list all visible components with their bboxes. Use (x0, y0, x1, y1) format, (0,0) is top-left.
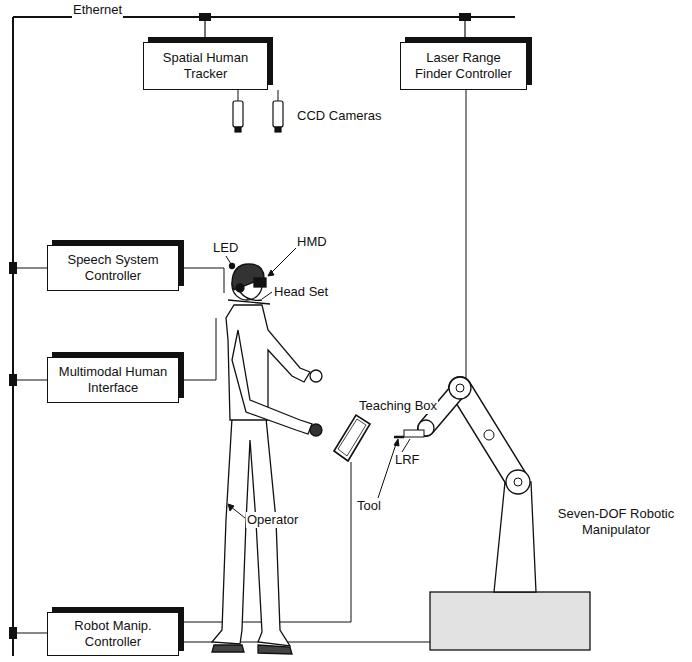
bus-tap (459, 13, 471, 21)
robot-base (430, 592, 590, 650)
bus-tap (199, 13, 211, 21)
interface-wire (177, 318, 216, 380)
joint-pin (514, 478, 522, 486)
teaching-box-body (334, 415, 370, 461)
joint (484, 430, 494, 440)
camera-body (273, 101, 283, 127)
leader-line (226, 256, 231, 264)
part-label: LED (212, 240, 239, 256)
bus-drop (13, 632, 47, 633)
box-label: Robot Manip. Controller (48, 616, 178, 651)
shoulder-joint (506, 470, 530, 494)
operator-figure (212, 264, 322, 655)
arrow-head (228, 504, 234, 511)
box-label: Multimodal Human Interface (48, 362, 178, 397)
elbow-joint (449, 377, 471, 399)
part-label: HMD (296, 234, 328, 250)
hand (310, 370, 322, 382)
joint-pin (456, 384, 464, 392)
shoe (258, 645, 292, 654)
shoe (212, 645, 244, 652)
leader-line (378, 441, 397, 498)
part-label: Seven-DOF Robotic Manipulator (545, 506, 687, 537)
part-label: Teaching Box (358, 398, 438, 414)
headphone (236, 284, 244, 292)
camera-body (233, 101, 243, 127)
bus-tap (9, 374, 17, 386)
controller-box: Laser Range Finder Controller (400, 42, 527, 90)
camera-wire (278, 90, 279, 101)
lrf-wire (466, 90, 467, 392)
bus-tap (9, 627, 17, 639)
hmd-visor (254, 278, 266, 287)
controller-box: Robot Manip. Controller (47, 612, 179, 656)
legs (212, 418, 290, 646)
leader-line (270, 248, 296, 274)
teaching-box (334, 415, 370, 461)
part-label: CCD Cameras (296, 108, 383, 124)
box-label: Laser Range Finder Controller (401, 48, 526, 83)
camera-wire (238, 90, 239, 101)
teaching-box-screen (338, 419, 366, 456)
arrow-head (268, 270, 274, 276)
lrf-sensor (404, 430, 424, 437)
camera-lens (275, 127, 281, 132)
part-label: Head Set (273, 284, 329, 300)
part-label: Operator (246, 512, 299, 528)
ethernet-bus (13, 17, 515, 656)
led (230, 264, 235, 269)
bus-drop (13, 379, 47, 380)
leader-line (402, 439, 410, 452)
upper-arm-outline (460, 388, 518, 482)
bus-tap (9, 262, 17, 274)
bus-drop (13, 267, 47, 268)
box-label: Speech System Controller (48, 250, 178, 285)
upper-arm (460, 388, 518, 482)
ccd-cameras (233, 101, 283, 132)
robot-column (494, 482, 536, 592)
mic-boom (240, 292, 262, 300)
part-label: LRF (394, 452, 421, 468)
bus-line (12, 17, 14, 656)
part-label: Ethernet (72, 2, 123, 18)
camera-lens (235, 127, 241, 132)
tool-tip (394, 436, 404, 439)
controller-box: Spatial Human Tracker (143, 42, 268, 90)
leaders (226, 248, 410, 518)
controller-box: Multimodal Human Interface (47, 357, 179, 403)
wires (177, 90, 466, 642)
part-label: Tool (356, 498, 382, 514)
glove (310, 424, 322, 436)
shoulder-strap (228, 300, 270, 304)
arm (232, 330, 312, 434)
arrow-head (394, 439, 399, 446)
controller-box: Speech System Controller (47, 245, 179, 291)
leader-line (262, 292, 272, 299)
box-label: Spatial Human Tracker (144, 48, 267, 83)
speech-wire (177, 268, 224, 293)
